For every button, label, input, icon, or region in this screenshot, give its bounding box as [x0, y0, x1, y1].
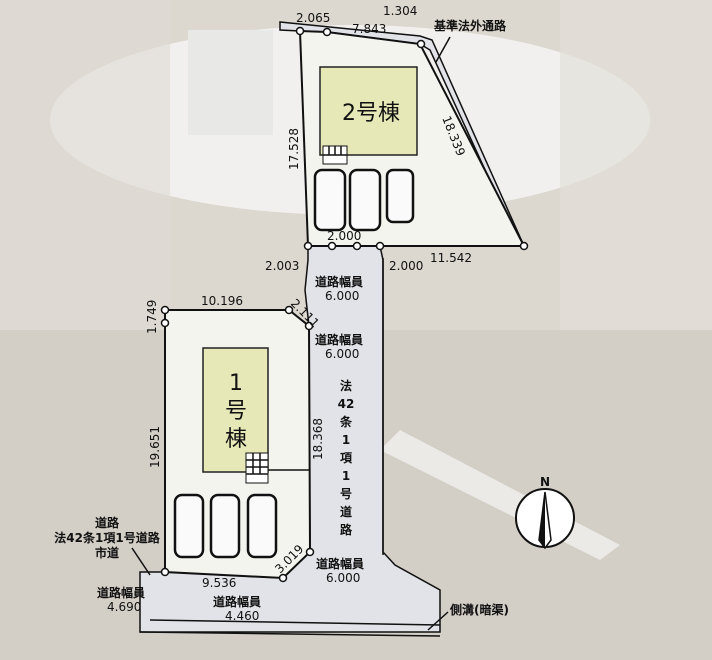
wall	[0, 0, 170, 330]
svg-text:号: 号	[340, 486, 352, 501]
road-width-label: 道路幅員	[97, 585, 145, 600]
road-width-label: 道路幅員	[315, 274, 363, 289]
dim-label: 11.542	[430, 251, 472, 265]
road-width-value: 4.690	[107, 600, 141, 614]
gutter-label: 側溝(暗渠)	[449, 602, 509, 617]
road-width-value: 6.000	[325, 289, 359, 303]
dim-label: 1.749	[145, 300, 159, 334]
car-icon	[209, 493, 241, 559]
boundary-nodes	[160, 305, 315, 583]
svg-text:1: 1	[342, 469, 350, 483]
dim-label: 17.528	[287, 128, 301, 170]
svg-text:法42条1項1号道路: 法42条1項1号道路	[54, 530, 160, 545]
dim-label: 2.000	[389, 259, 423, 273]
dim-label: 18.368	[311, 418, 325, 460]
road-width-value: 4.460	[225, 609, 259, 623]
leader-line	[435, 36, 451, 63]
north-label: N	[540, 475, 550, 489]
svg-text:条: 条	[339, 414, 353, 429]
stairs-icon	[245, 452, 269, 484]
dim-label: 9.536	[202, 576, 236, 590]
dim-label: 19.651	[148, 426, 162, 468]
private-passage	[279, 21, 526, 247]
curtain	[560, 0, 712, 330]
car-icon	[173, 493, 205, 559]
private-passage-label: 基準法外通路	[433, 18, 507, 33]
north-compass-icon	[515, 488, 575, 550]
car-icon	[313, 168, 347, 232]
city-road-label: 道路 法42条1項1号道路 市道	[54, 515, 160, 560]
leader-line	[427, 611, 449, 631]
svg-text:棟: 棟	[225, 427, 247, 452]
dim-label: 2.000	[327, 229, 361, 243]
svg-text:号: 号	[225, 399, 247, 424]
stairs-icon	[322, 145, 348, 165]
svg-text:42: 42	[338, 397, 355, 411]
car-icon	[385, 168, 415, 224]
svg-text:路: 路	[340, 522, 353, 537]
road-width-value: 6.000	[325, 347, 359, 361]
road-width-label: 道路幅員	[316, 556, 364, 571]
leader-line	[131, 547, 151, 576]
gutter-line	[149, 619, 441, 626]
house-2-label: 2号棟	[342, 101, 400, 126]
car-icon	[348, 168, 382, 232]
svg-text:市道: 市道	[95, 545, 119, 560]
road-width-label: 道路幅員	[315, 332, 363, 347]
svg-text:項: 項	[340, 451, 353, 465]
car-icon	[246, 493, 278, 559]
dim-label: 7.843	[352, 22, 386, 36]
svg-text:1: 1	[229, 371, 243, 396]
dim-label: 2.003	[265, 259, 299, 273]
house-2	[319, 66, 418, 156]
svg-text:法: 法	[340, 378, 352, 393]
background-object	[188, 30, 273, 135]
road-type-label: 法 42 条 1 項 1 号 道 路	[338, 378, 355, 537]
svg-text:道: 道	[340, 504, 352, 519]
dim-label: 2.065	[296, 11, 330, 25]
svg-text:1: 1	[342, 433, 350, 447]
boundary-nodes	[295, 26, 529, 251]
house-1	[202, 347, 269, 473]
dim-label: 10.196	[201, 294, 243, 308]
svg-text:道路: 道路	[95, 515, 120, 530]
house-1-label: 1 号 棟	[225, 371, 247, 452]
road-edge-bottom	[139, 631, 441, 637]
dim-label: 1.304	[383, 4, 417, 18]
road-width-value: 6.000	[326, 571, 360, 585]
road-width-label: 道路幅員	[213, 594, 261, 609]
